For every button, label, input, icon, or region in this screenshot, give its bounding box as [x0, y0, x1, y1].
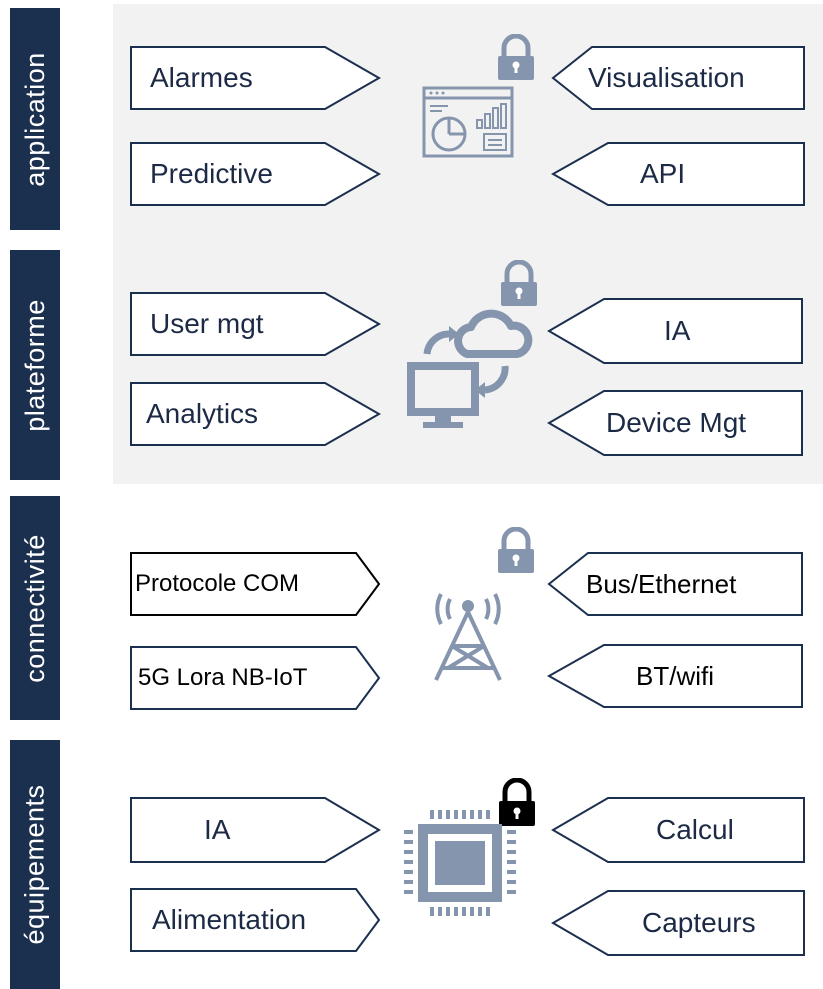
padlock-icon	[501, 260, 537, 306]
item-label: Capteurs	[642, 907, 756, 938]
left-item-predictive: Predictive	[130, 142, 382, 206]
microchip-icon	[404, 810, 516, 916]
layer-label-plateforme: plateforme	[10, 250, 60, 480]
left-item-user-mgt: User mgt	[130, 292, 382, 356]
item-label: IA	[664, 315, 691, 346]
left-item-ia: IA	[130, 797, 381, 863]
right-item-api: API	[550, 142, 805, 206]
layer-label-text: équipements	[19, 784, 50, 945]
left-item-protocole-com: Protocole COM	[130, 552, 381, 616]
item-label: Bus/Ethernet	[586, 568, 737, 599]
dashboard-icon	[422, 86, 514, 158]
antenna-tower-icon	[434, 593, 502, 681]
item-label: Predictive	[150, 158, 273, 189]
right-item-bt-wifi: BT/wifi	[546, 644, 803, 708]
item-label: Alarmes	[150, 62, 253, 93]
item-label: Analytics	[146, 398, 259, 429]
layer-label-text: plateforme	[19, 298, 50, 432]
padlock-black-icon	[499, 778, 535, 826]
right-item-ia: IA	[547, 298, 803, 364]
left-item-alarmes: Alarmes	[130, 46, 382, 110]
item-label: Device Mgt	[606, 407, 747, 438]
layer-label-application: application	[10, 8, 60, 230]
item-label: Alimentation	[152, 904, 307, 935]
layer-label-text: application	[19, 51, 50, 187]
layer-label-connectivite: connectivité	[10, 496, 60, 720]
right-item-calcul: Calcul	[551, 797, 805, 863]
left-item-alimentation: Alimentation	[130, 888, 381, 952]
item-label: IA	[204, 814, 231, 845]
layer-label-equipements: équipements	[10, 740, 60, 989]
item-label: 5G Lora NB-IoT	[138, 664, 308, 691]
left-item-5g-lora: 5G Lora NB-IoT	[130, 646, 381, 710]
layer-label-text: connectivité	[19, 533, 50, 683]
item-label: Visualisation	[588, 62, 745, 93]
cloud-computer-sync-icon	[407, 309, 533, 428]
item-label: API	[640, 158, 686, 189]
item-label: BT/wifi	[636, 660, 714, 691]
padlock-icon	[498, 527, 534, 573]
item-label: Protocole COM	[135, 570, 300, 597]
left-item-analytics: Analytics	[130, 382, 382, 446]
item-label: Calcul	[656, 814, 734, 845]
right-item-visualisation: Visualisation	[551, 46, 805, 110]
right-item-device-mgt: Device Mgt	[547, 390, 803, 456]
padlock-icon	[498, 34, 534, 80]
right-item-capteurs: Capteurs	[551, 890, 805, 956]
right-item-bus-ethernet: Bus/Ethernet	[547, 552, 803, 616]
item-label: User mgt	[150, 308, 264, 339]
